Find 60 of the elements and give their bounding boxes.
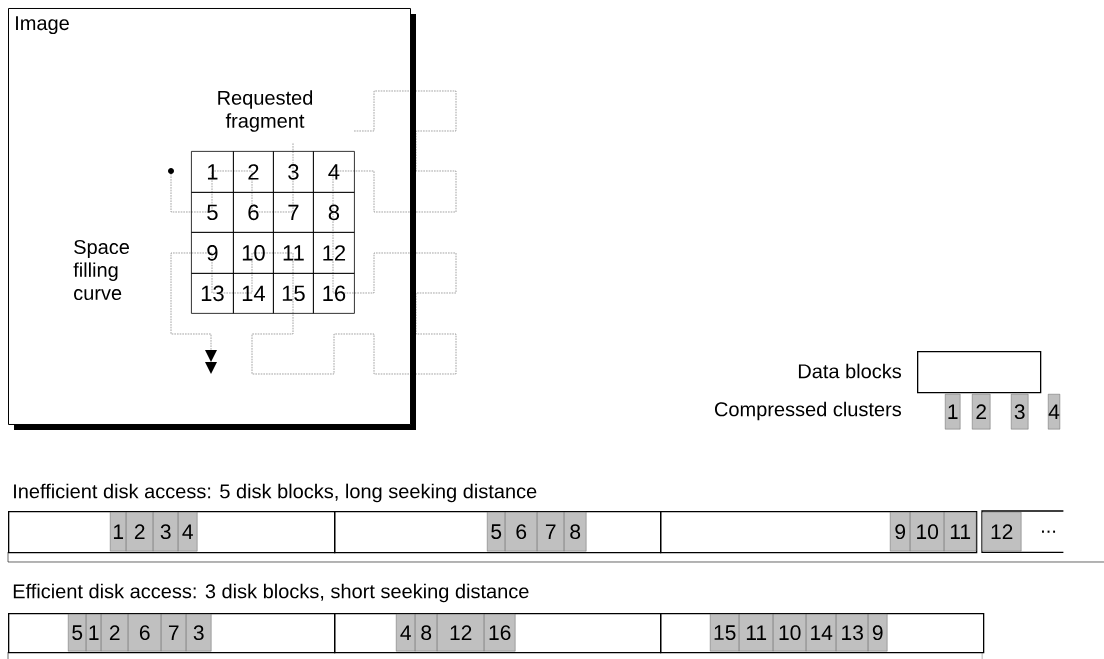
compressed-cluster: 11 xyxy=(944,512,977,552)
compressed-cluster: 12 xyxy=(982,512,1022,552)
grid-cell: 6 xyxy=(233,192,274,233)
compressed-cluster: 10 xyxy=(773,613,807,652)
grid-cell: 16 xyxy=(313,273,355,314)
compressed-cluster: 7 xyxy=(161,613,187,652)
curve-label: Space filling curve xyxy=(73,239,129,301)
compressed-cluster: 15 xyxy=(710,613,740,652)
compressed-cluster: 1 xyxy=(110,512,127,552)
compressed-cluster: 3 xyxy=(153,512,179,552)
data-block xyxy=(8,613,336,654)
compressed-cluster: 3 xyxy=(186,613,212,652)
compressed-cluster: 5 xyxy=(68,613,87,652)
grid-cell: 2 xyxy=(233,151,274,193)
compressed-cluster: 4 xyxy=(178,512,198,552)
grid-cell: 15 xyxy=(273,273,314,314)
compressed-cluster: 6 xyxy=(128,613,162,652)
legend-label: Data blocks xyxy=(798,363,902,379)
compressed-cluster: 11 xyxy=(739,613,774,652)
compressed-cluster: 1 xyxy=(86,613,102,652)
grid-cell: 9 xyxy=(191,232,234,274)
compressed-cluster: 3 xyxy=(1011,394,1029,430)
data-block xyxy=(334,511,662,554)
compressed-cluster: 2 xyxy=(126,512,154,552)
grid-cell: 12 xyxy=(313,232,355,274)
legend-label: Compressed clusters xyxy=(715,401,901,421)
grid-cell: 11 xyxy=(273,232,314,274)
compressed-cluster: 7 xyxy=(537,512,565,552)
compressed-cluster: 9 xyxy=(868,613,888,652)
row-heading: Efficient disk access: 3 disk blocks, short seeking distance xyxy=(13,583,529,603)
compressed-cluster: 14 xyxy=(806,613,837,652)
data-block xyxy=(334,613,662,654)
compressed-cluster: 16 xyxy=(484,613,516,652)
grid-cell: 3 xyxy=(273,151,314,193)
compressed-cluster: 2 xyxy=(972,394,991,430)
grid-cell: 14 xyxy=(233,273,274,314)
compressed-cluster: 8 xyxy=(415,613,438,652)
fragment-label: Requested fragment xyxy=(218,90,313,132)
compressed-cluster: 13 xyxy=(836,613,869,652)
grid-cell: 4 xyxy=(313,151,355,193)
grid-cell: 8 xyxy=(313,192,355,233)
grid-cell: 13 xyxy=(191,273,234,314)
data-block xyxy=(660,613,985,654)
compressed-cluster: 9 xyxy=(890,512,911,552)
compressed-cluster: 2 xyxy=(101,613,129,652)
compressed-cluster: 5 xyxy=(487,512,506,552)
data-block xyxy=(8,511,336,554)
compressed-cluster: 6 xyxy=(505,512,538,552)
compressed-cluster: 4 xyxy=(1048,394,1061,430)
row-heading: Inefficient disk access: 5 disk blocks, long seeking distance xyxy=(14,483,537,503)
compressed-cluster: 4 xyxy=(396,613,416,652)
compressed-cluster: 1 xyxy=(945,394,961,430)
grid-cell: 10 xyxy=(233,232,274,274)
grid-cell: 7 xyxy=(273,192,314,233)
data-block xyxy=(917,351,1042,394)
grid-cell: 1 xyxy=(191,151,234,193)
grid-cell: 5 xyxy=(191,192,234,233)
compressed-cluster: 8 xyxy=(564,512,587,552)
data-block xyxy=(660,511,978,554)
compressed-cluster: 10 xyxy=(910,512,945,552)
